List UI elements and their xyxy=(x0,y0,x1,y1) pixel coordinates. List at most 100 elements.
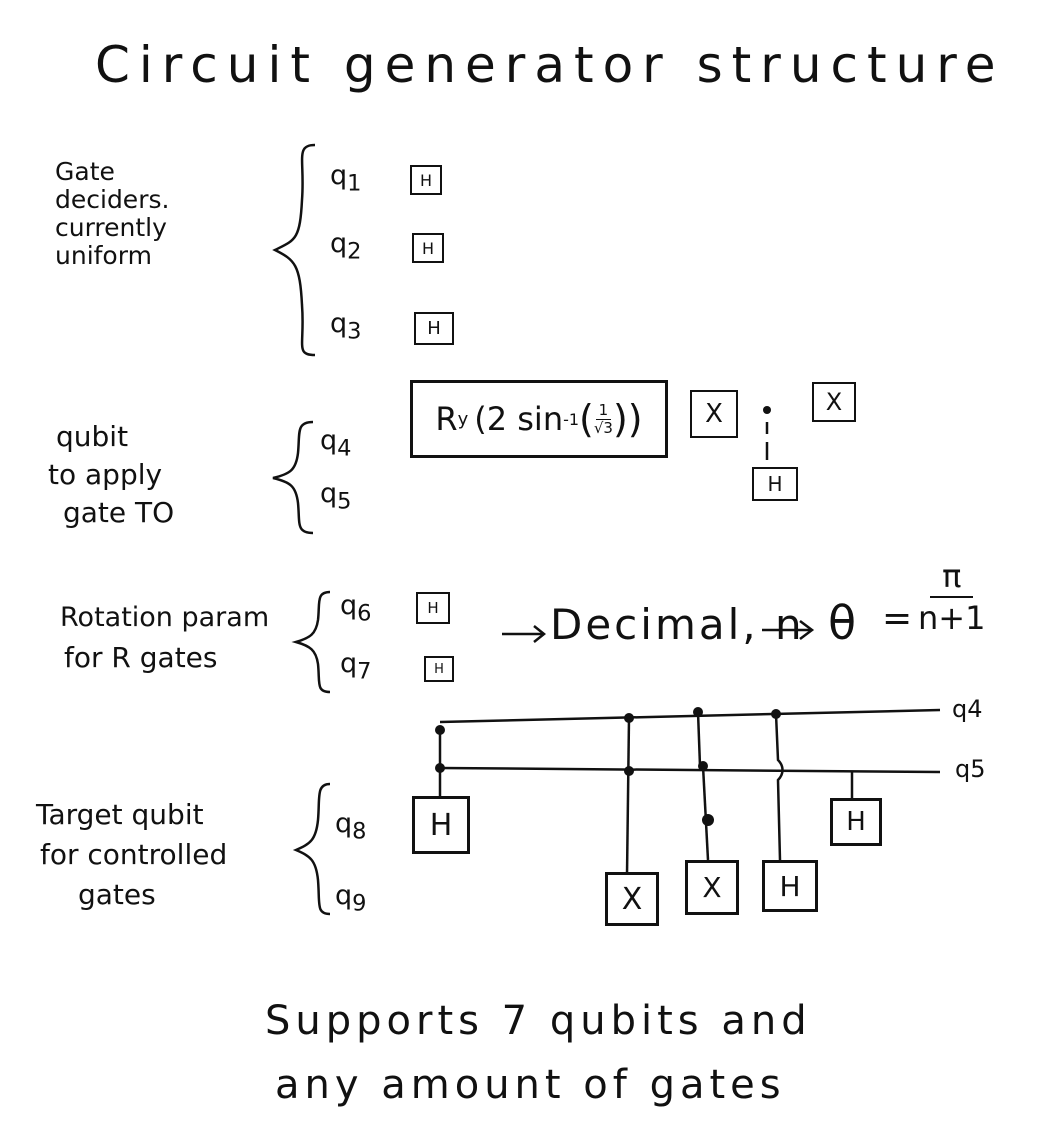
ry-exponent: -1 xyxy=(563,409,580,429)
qubit-index: 8 xyxy=(352,818,367,845)
qubit-letter: q xyxy=(340,590,358,621)
h-gate-q7: H xyxy=(424,656,454,682)
qubit-letter: q xyxy=(330,308,348,339)
note-line: uniform xyxy=(55,241,152,270)
rotation-param-note: Rotation param for R gates xyxy=(60,598,300,678)
theta-fraction: π n+1 xyxy=(918,556,985,638)
qubit-label-q8: q8 xyxy=(335,808,366,844)
gate-label: H xyxy=(779,869,801,903)
ry-argument: (2 sin xyxy=(474,400,564,438)
footer-line-2: any amount of gates xyxy=(275,1062,786,1108)
arrow-icon xyxy=(502,625,547,643)
note-line: Target qubit xyxy=(36,798,204,831)
qubit-letter: q xyxy=(335,880,353,911)
wire-label-q5: q5 xyxy=(955,755,986,783)
qubit-letter: q xyxy=(320,425,338,456)
qubit-index: 6 xyxy=(357,600,372,627)
x-gate-bottom-2: X xyxy=(685,860,739,915)
qubit-letter: q xyxy=(320,478,338,509)
note-line: gate TO xyxy=(63,496,175,529)
wire-q5 xyxy=(439,766,941,774)
qubit-label-q1: q1 xyxy=(330,160,361,196)
footer-line-1: Supports 7 qubits and xyxy=(265,998,812,1044)
note-line: qubit xyxy=(56,420,129,453)
wire-label-q4: q4 xyxy=(952,695,983,723)
brace-qubit-to-apply xyxy=(272,420,314,535)
qubit-index: 9 xyxy=(352,890,367,917)
qubit-to-apply-note: qubit to apply gate TO xyxy=(48,418,248,532)
h-gate-q1: H xyxy=(410,165,442,195)
qubit-label-q9: q9 xyxy=(335,880,366,916)
h-gate-q6: H xyxy=(416,592,450,624)
ry-frac-den: √3 xyxy=(593,418,613,437)
qubit-letter: q xyxy=(330,228,348,259)
note-line: gates xyxy=(78,878,156,911)
fraction-denominator: n+1 xyxy=(918,599,986,637)
qubit-label-q4: q4 xyxy=(320,425,351,461)
wire-q4 xyxy=(439,708,941,724)
brace-gate-deciders xyxy=(272,143,316,357)
qubit-label-q3: q3 xyxy=(330,308,361,344)
circuit-diagram xyxy=(435,707,941,876)
control-connector xyxy=(763,406,771,460)
equals-sign: = xyxy=(882,598,913,639)
gate-label: X xyxy=(621,881,643,917)
gate-label: H xyxy=(419,170,433,190)
target-qubit-note: Target qubit for controlled gates xyxy=(30,795,290,915)
note-line: currently xyxy=(55,213,167,242)
gate-label: H xyxy=(767,472,783,496)
qubit-index: 7 xyxy=(357,658,372,685)
ry-letter: R xyxy=(435,400,458,438)
ry-close: )) xyxy=(612,397,643,441)
gate-label: X xyxy=(705,399,723,429)
gate-label: X xyxy=(825,388,843,416)
gate-label: H xyxy=(434,661,444,677)
fraction-numerator: π xyxy=(930,556,974,598)
gate-label: H xyxy=(429,807,453,843)
note-line: deciders. xyxy=(55,185,170,214)
theta-symbol: θ xyxy=(828,596,857,650)
qubit-index: 3 xyxy=(347,318,362,345)
h-gate-controlled: H xyxy=(752,467,798,501)
brace-rotation-param xyxy=(291,590,331,694)
qubit-label-q6: q6 xyxy=(340,590,371,626)
note-line: Gate xyxy=(55,157,115,186)
ry-fraction: 1 √3 xyxy=(593,401,613,437)
brace-target-qubit xyxy=(292,782,331,916)
note-line: to apply xyxy=(48,458,163,491)
qubit-label-q7: q7 xyxy=(340,648,371,684)
ry-subscript: y xyxy=(457,408,469,430)
decimal-n-text: Decimal, n xyxy=(550,600,805,649)
qubit-letter: q xyxy=(340,648,358,679)
h-gate-q8: H xyxy=(412,796,470,854)
x-gate-bottom-1: X xyxy=(605,872,659,926)
qubit-index: 4 xyxy=(337,435,352,462)
h-gate-right: H xyxy=(830,798,882,846)
note-line: Rotation param xyxy=(60,602,270,633)
ry-paren: ( xyxy=(579,397,594,441)
h-gate-q3: H xyxy=(414,312,454,345)
ry-frac-num: 1 xyxy=(595,401,612,420)
x-gate-2: X xyxy=(812,382,856,422)
qubit-label-q2: q2 xyxy=(330,228,361,264)
qubit-index: 5 xyxy=(337,488,352,515)
gate-label: H xyxy=(421,238,435,258)
x-gate-1: X xyxy=(690,390,738,438)
h-gate-q2: H xyxy=(412,233,444,263)
page-title: Circuit generator structure xyxy=(95,36,1005,94)
note-line: for controlled xyxy=(40,838,228,871)
gate-label: H xyxy=(427,599,439,617)
qubit-letter: q xyxy=(335,808,353,839)
note-line: for R gates xyxy=(64,641,218,674)
qubit-index: 1 xyxy=(347,170,362,197)
gate-label: H xyxy=(427,318,441,339)
qubit-letter: q xyxy=(330,160,348,191)
qubit-label-q5: q5 xyxy=(320,478,351,514)
qubit-index: 2 xyxy=(347,238,362,265)
gate-label: X xyxy=(702,871,722,904)
arrow-icon xyxy=(762,620,815,640)
h-gate-bottom: H xyxy=(762,860,818,912)
gate-label: H xyxy=(846,807,866,837)
